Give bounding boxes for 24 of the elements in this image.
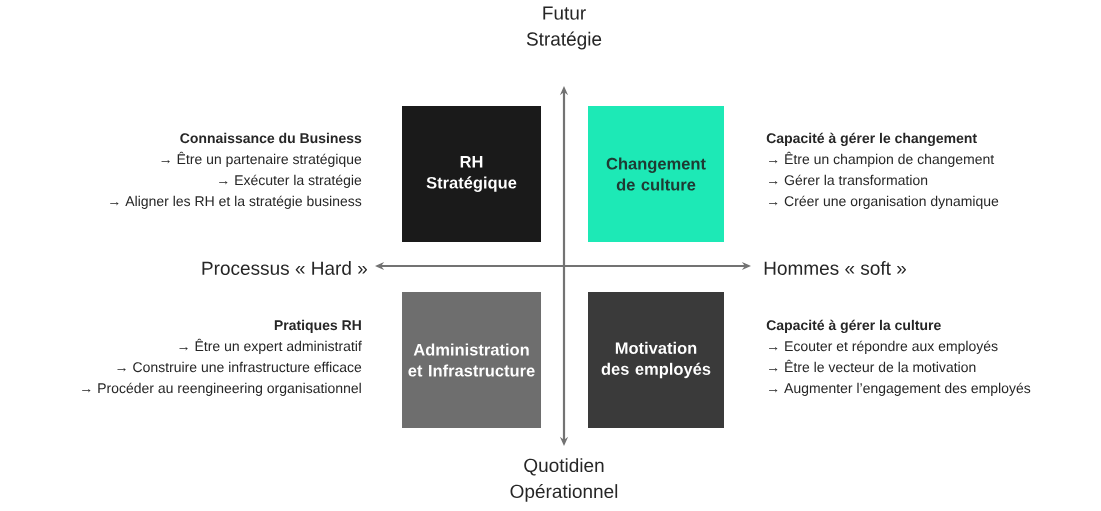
- axis-label: Quotidien Opérationnel: [510, 458, 618, 502]
- side-heading: Pratiques RH: [274, 319, 361, 333]
- axis-label: Processus « Hard »: [202, 261, 367, 275]
- side-bullet: → Augmenter l’engagement des employés: [769, 382, 1031, 396]
- side-bullet: → Être un partenaire stratégique: [161, 151, 362, 167]
- side-bullet: → Être un expert administratif: [179, 338, 362, 354]
- side-bullet: → Gérer la transformation: [769, 174, 928, 186]
- quadrant-box: Motivation des employés: [588, 292, 724, 428]
- quadrant-box: Changement de culture: [588, 106, 724, 242]
- axis-label: Hommes « soft »: [764, 261, 906, 275]
- side-bullet: → Procéder au reengineering organisationnel: [82, 382, 361, 396]
- side-bullet: → Créer une organisation dynamique: [769, 195, 999, 209]
- side-heading: Capacité à gérer la culture: [766, 319, 941, 333]
- side-bullet: → Être un champion de changement: [769, 151, 995, 167]
- side-bullet: → Construire une infrastructure efficace: [117, 361, 362, 373]
- quadrant-box: RH Stratégique: [402, 106, 541, 242]
- side-bullet: → Exécuter la stratégie: [219, 174, 362, 188]
- side-heading: Connaissance du Business: [180, 132, 362, 144]
- side-bullet: → Aligner les RH et la stratégie business: [110, 195, 362, 209]
- axis-label: Futur Stratégie: [526, 6, 602, 50]
- side-bullet: → Ecouter et répondre aux employés: [769, 340, 998, 354]
- quadrant-box: Administration et Infrastructure: [402, 292, 541, 428]
- side-bullet: → Être le vecteur de la motivation: [769, 359, 976, 373]
- side-heading: Capacité à gérer le changement: [766, 132, 977, 146]
